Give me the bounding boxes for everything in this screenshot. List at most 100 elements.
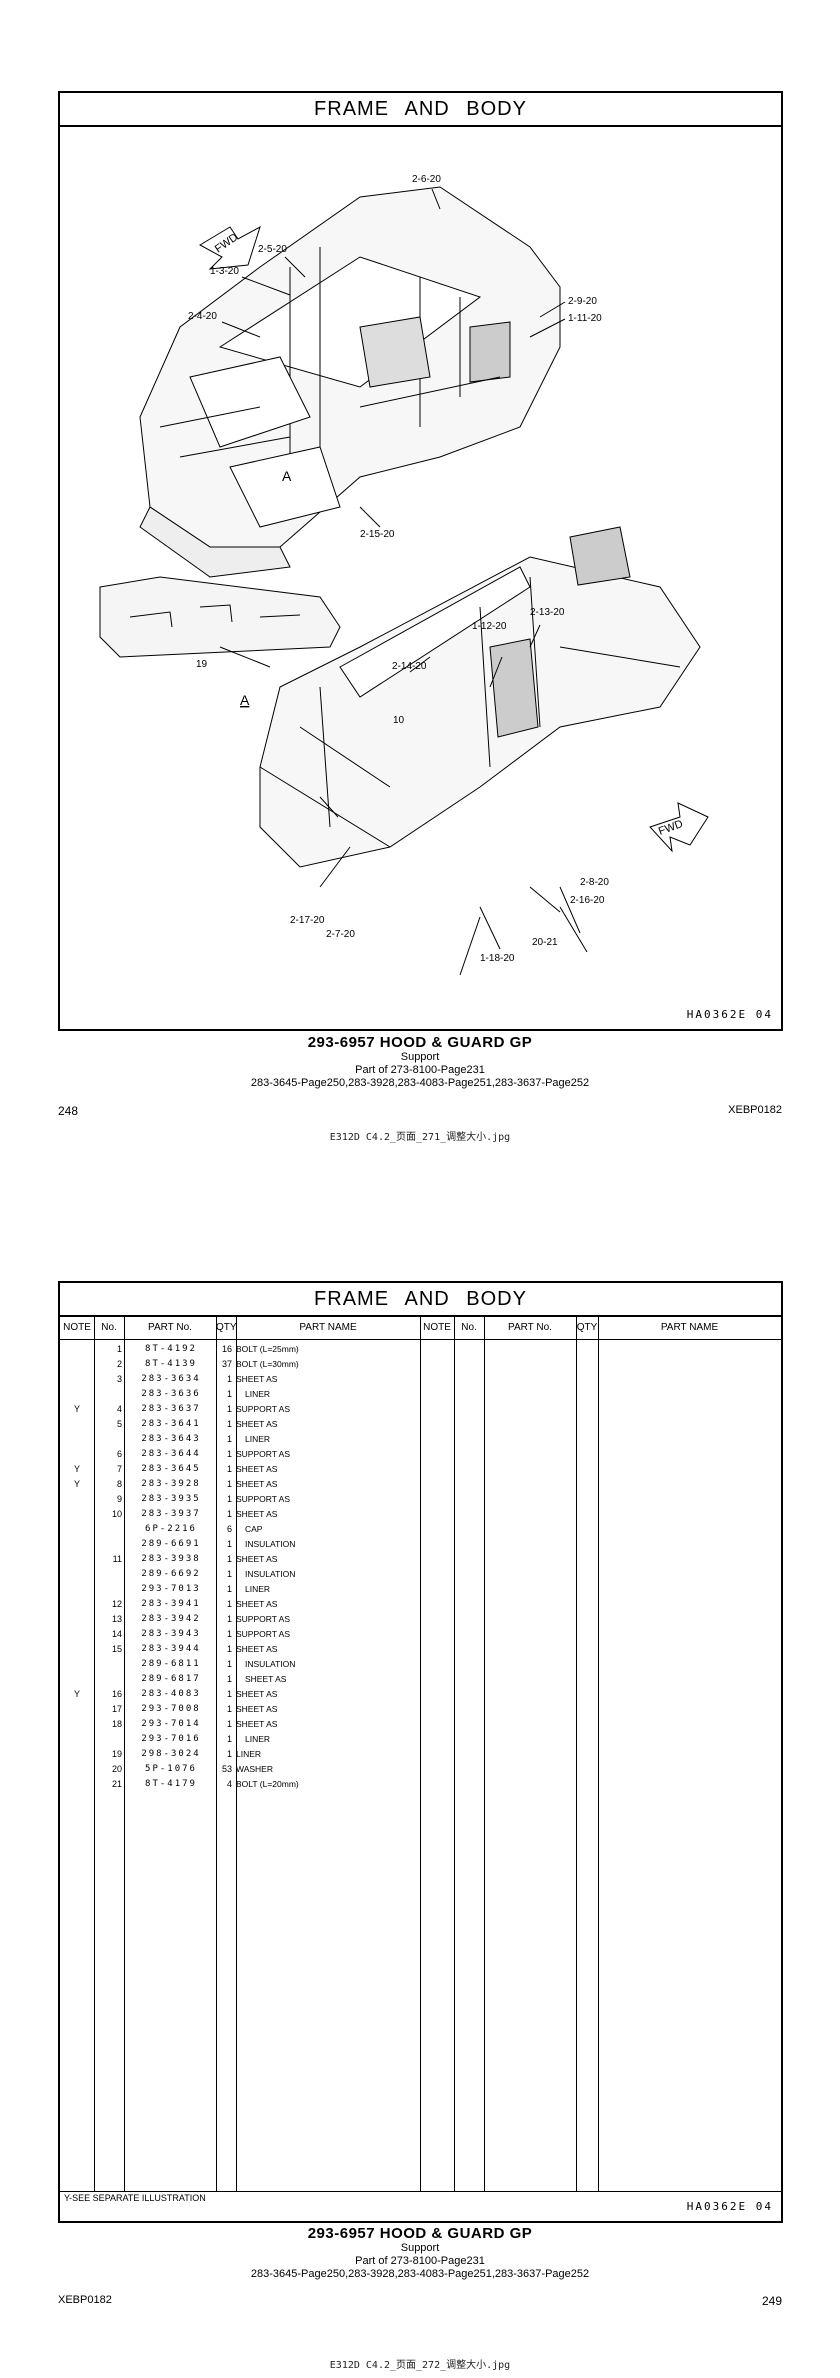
part-number-cell: 293-7016	[141, 1734, 201, 1744]
quantity-cell: 1	[226, 1554, 232, 1564]
callout-label: 10	[393, 715, 405, 726]
section-title: FRAME AND BODY	[60, 1283, 781, 1317]
caption-subtitle: Support	[400, 2242, 440, 2254]
doc-code: XEBP0182	[58, 2294, 112, 2306]
item-number-cell: 1	[116, 1344, 122, 1354]
part-number-cell: 289-6817	[141, 1674, 201, 1684]
part-name-cell: SUPPORT AS	[236, 1629, 291, 1639]
quantity-cell: 1	[226, 1704, 232, 1714]
part-name-cell: SHEET AS	[236, 1479, 278, 1489]
part-name-cell: WASHER	[236, 1764, 273, 1774]
callout-label: 2-16-20	[570, 895, 605, 906]
illustration-ref-code: HA0362E 04	[686, 2200, 773, 2213]
detail-marker: A	[240, 692, 250, 708]
part-name-cell: SHEET AS	[236, 1419, 278, 1429]
quantity-cell: 1	[226, 1599, 232, 1609]
page-caption: 293-6957 HOOD & GUARD GP Support Part of…	[0, 1034, 840, 1090]
see-illustration-note: Y-SEE SEPARATE ILLUSTRATION	[64, 2193, 206, 2203]
quantity-cell: 1	[226, 1434, 232, 1444]
quantity-cell: 1	[226, 1629, 232, 1639]
part-number-cell: 293-7013	[141, 1584, 201, 1594]
part-number-cell: 283-3643	[141, 1434, 201, 1444]
part-number-cell: 283-3944	[141, 1644, 201, 1654]
part-name-cell: INSULATION	[245, 1659, 296, 1669]
quantity-cell: 6	[226, 1524, 232, 1534]
caption-references: 283-3645-Page250,283-3928,283-4083-Page2…	[250, 2268, 590, 2280]
column-divider	[124, 1317, 125, 2191]
illustration-ref-code: HA0362E 04	[686, 1008, 773, 1021]
col-header-part-name: PART NAME	[236, 1317, 420, 1340]
part-number-cell: 283-3938	[141, 1554, 201, 1564]
part-name-cell: BOLT (L=25mm)	[236, 1344, 299, 1354]
callout-label: 2-5-20	[258, 244, 287, 255]
part-number-cell: 283-3644	[141, 1449, 201, 1459]
col-header-no: No.	[94, 1317, 124, 1340]
part-name-cell: SUPPORT AS	[236, 1449, 291, 1459]
col-header-note: NOTE	[420, 1317, 454, 1340]
illustration-frame: FRAME AND BODY	[58, 91, 783, 1031]
item-number-cell: 16	[111, 1689, 122, 1699]
note-cell: Y	[73, 1479, 80, 1489]
item-number-cell: 14	[111, 1629, 122, 1639]
callout-label: 19	[196, 659, 208, 670]
quantity-cell: 1	[226, 1479, 232, 1489]
doc-code: XEBP0182	[728, 1104, 782, 1116]
callout-label: 2-8-20	[580, 877, 609, 888]
part-name-cell: SHEET AS	[236, 1509, 278, 1519]
part-name-cell: LINER	[245, 1434, 271, 1444]
callout-label: 20-21	[532, 937, 558, 948]
col-header-part-no: PART No.	[484, 1317, 576, 1340]
item-number-cell: 7	[116, 1464, 122, 1474]
column-divider	[598, 1317, 599, 2191]
part-name-cell: SHEET AS	[236, 1689, 278, 1699]
part-number-cell: 283-3928	[141, 1479, 201, 1489]
quantity-cell: 37	[221, 1359, 232, 1369]
quantity-cell: 1	[226, 1734, 232, 1744]
page-number: 248	[58, 1104, 79, 1118]
item-number-cell: 10	[111, 1509, 122, 1519]
exploded-parts-diagram: 2-6-20 2-5-20 1-3-20 2-4-20 2-9-20 1-11-…	[99, 174, 709, 976]
col-header-qty: QTY	[216, 1317, 237, 1340]
item-number-cell: 19	[111, 1749, 122, 1759]
part-number-cell: 283-3637	[141, 1404, 201, 1414]
item-number-cell: 13	[111, 1614, 122, 1624]
callout-label: 1-11-20	[568, 313, 602, 324]
item-number-cell: 21	[111, 1779, 122, 1789]
parts-table: NOTE No. PART No. QTY PART NAME NOTE No.…	[60, 1317, 781, 2203]
part-number-cell: 283-3937	[141, 1509, 201, 1519]
part-number-cell: 283-3636	[141, 1389, 201, 1399]
part-number-cell: 289-6692	[141, 1569, 201, 1579]
part-name-cell: SHEET AS	[236, 1464, 278, 1474]
part-number-cell: 283-3645	[141, 1464, 201, 1474]
item-number-cell: 4	[116, 1404, 122, 1414]
detail-marker: A	[282, 468, 292, 484]
quantity-cell: 1	[226, 1584, 232, 1594]
callout-label: 2-9-20	[568, 296, 597, 307]
quantity-cell: 1	[226, 1614, 232, 1624]
item-number-cell: 9	[116, 1494, 122, 1504]
column-divider	[576, 1317, 577, 2191]
quantity-cell: 1	[226, 1659, 232, 1669]
part-name-cell: SUPPORT AS	[236, 1404, 291, 1414]
item-number-cell: 12	[111, 1599, 122, 1609]
col-header-qty: QTY	[576, 1317, 598, 1340]
part-name-cell: SHEET AS	[236, 1719, 278, 1729]
callout-label: 2-17-20	[290, 915, 325, 926]
quantity-cell: 1	[226, 1539, 232, 1549]
column-divider	[216, 1317, 217, 2191]
callout-label: 2-15-20	[360, 529, 395, 540]
